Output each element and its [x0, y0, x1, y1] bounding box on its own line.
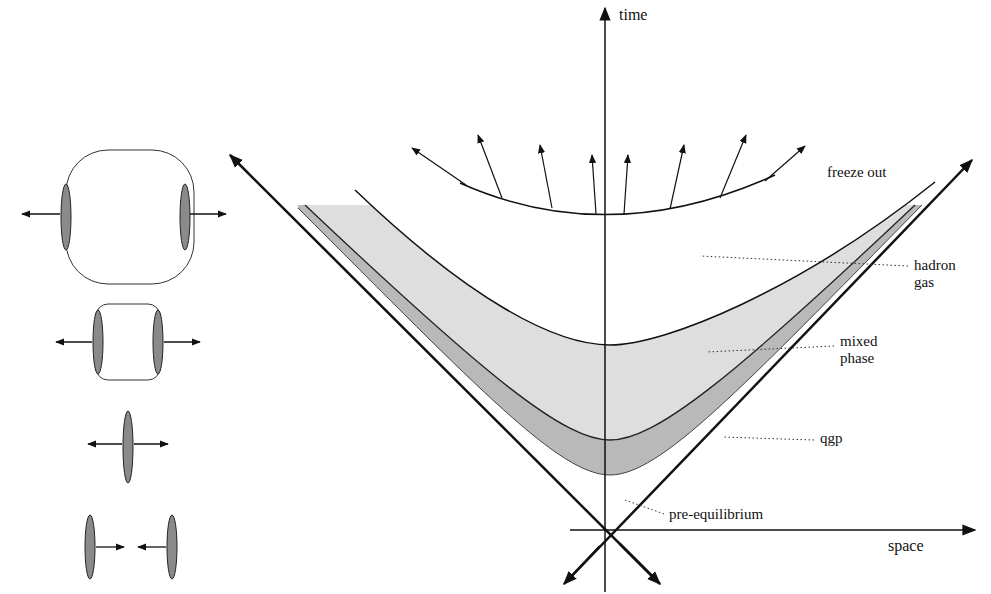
light-cone-right-tail — [564, 546, 600, 584]
nuclei-sketches — [22, 150, 226, 579]
light-cone-right — [566, 160, 972, 582]
light-cone-left-tail — [620, 544, 660, 584]
qgp-lower-edge — [298, 205, 922, 475]
hadron-boundary — [355, 182, 935, 345]
freeze-out-curve — [460, 175, 775, 215]
region-label: hadron gas — [912, 257, 978, 291]
region-label: freeze out — [825, 164, 889, 181]
space-axis — [570, 529, 975, 531]
time-axis — [604, 8, 606, 592]
light-cone-left — [230, 155, 658, 582]
axis-label: space — [886, 537, 926, 554]
region-label: pre-equilibrium — [667, 506, 765, 523]
leader-lines — [625, 256, 908, 514]
region-label: mixed phase — [838, 333, 912, 367]
region-label: qgp — [818, 430, 845, 447]
axis-label: time — [617, 6, 649, 23]
hadron-region — [355, 182, 935, 345]
emission-arrows — [412, 135, 805, 214]
